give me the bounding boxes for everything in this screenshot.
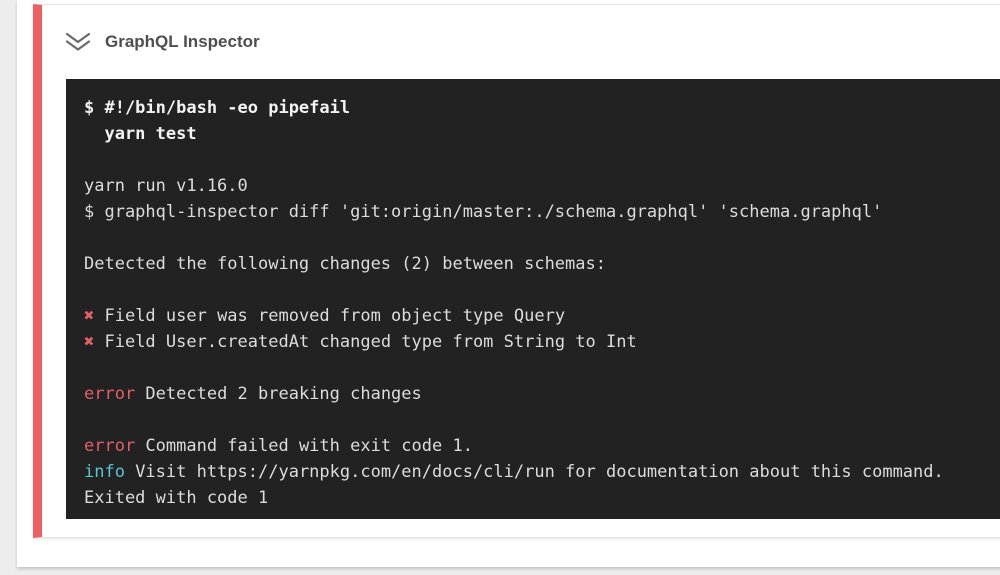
terminal-segment-red: ✖ (84, 332, 95, 352)
terminal-line (84, 277, 1000, 303)
terminal-line: Detected the following changes (2) betwe… (84, 251, 1000, 277)
terminal-line: $ graphql-inspector diff 'git:origin/mas… (84, 199, 1000, 225)
terminal-line: yarn test (84, 121, 1000, 147)
terminal-segment: $ #!/bin/bash -eo pipefail (84, 98, 351, 118)
terminal-line: $ #!/bin/bash -eo pipefail (84, 95, 1000, 121)
build-step-card: GraphQL Inspector $ #!/bin/bash -eo pipe… (33, 4, 1000, 538)
terminal-line: Exited with code 1 (84, 485, 1000, 511)
chevron-double-down-icon[interactable] (64, 31, 92, 53)
terminal-segment-red: error (84, 384, 136, 404)
terminal-segment: $ graphql-inspector diff 'git:origin/mas… (84, 202, 883, 222)
step-header[interactable]: GraphQL Inspector (42, 5, 1000, 79)
terminal-line: yarn run v1.16.0 (84, 173, 1000, 199)
terminal-segment: yarn test (84, 124, 197, 144)
terminal-line: info Visit https://yarnpkg.com/en/docs/c… (84, 459, 1000, 485)
terminal-segment-red: ✖ (84, 306, 95, 326)
terminal-segment: Command failed with exit code 1. (135, 436, 473, 456)
terminal-segment: Field user was removed from object type … (94, 306, 566, 326)
build-output-panel: GraphQL Inspector $ #!/bin/bash -eo pipe… (17, 0, 1000, 567)
terminal-line (84, 225, 1000, 251)
terminal-segment: Visit https://yarnpkg.com/en/docs/cli/ru… (124, 462, 944, 482)
terminal-line: error Command failed with exit code 1. (84, 433, 1000, 459)
terminal-segment: Field User.createdAt changed type from S… (94, 332, 637, 352)
terminal-segment: Detected the following changes (2) betwe… (84, 254, 606, 274)
terminal-segment-cyan: info (84, 462, 125, 482)
terminal-line (84, 147, 1000, 173)
terminal-line: error Detected 2 breaking changes (84, 381, 1000, 407)
terminal-line (84, 407, 1000, 433)
terminal-line (84, 355, 1000, 381)
terminal-line: ✖ Field User.createdAt changed type from… (84, 329, 1000, 355)
terminal-output: $ #!/bin/bash -eo pipefail yarn test yarn… (66, 79, 1000, 519)
terminal-segment: Exited with code 1 (84, 488, 269, 508)
terminal-segment: yarn run v1.16.0 (84, 176, 248, 196)
terminal-segment: Detected 2 breaking changes (135, 384, 422, 404)
terminal-line: ✖ Field user was removed from object typ… (84, 303, 1000, 329)
terminal-segment-red: error (84, 436, 136, 456)
step-title: GraphQL Inspector (105, 32, 260, 51)
